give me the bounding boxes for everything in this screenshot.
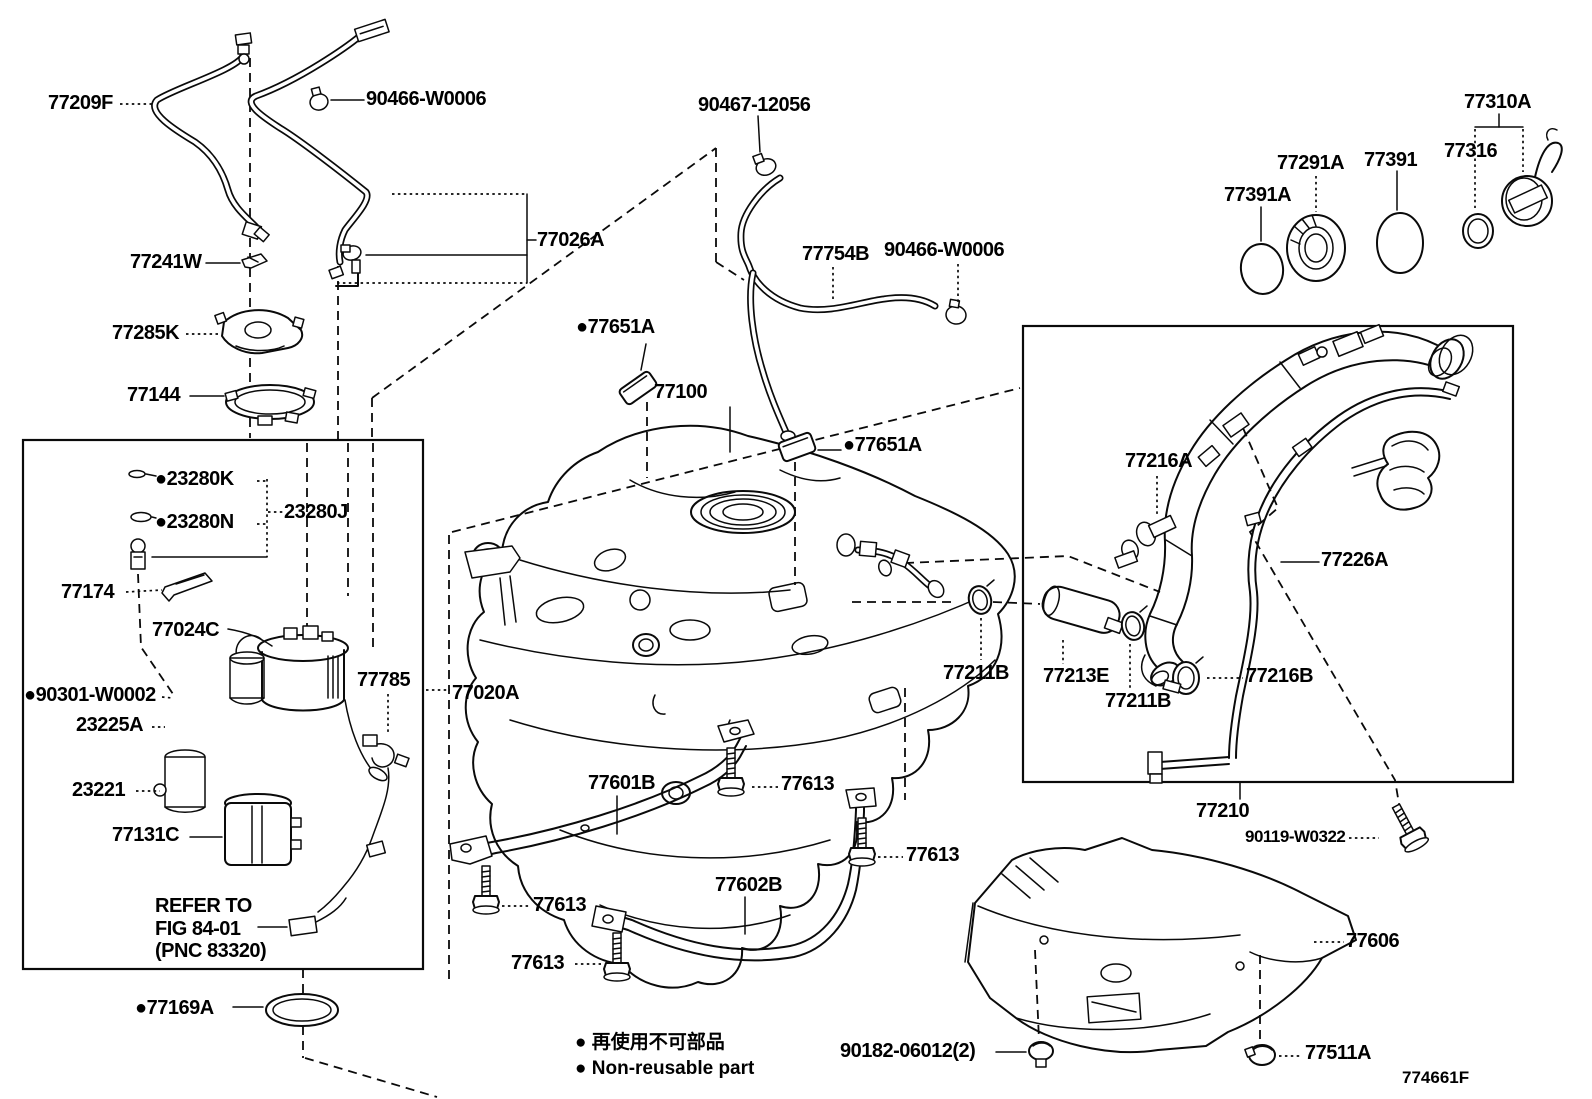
ring-77316 (1462, 213, 1494, 249)
part-label-77210: 77210 (1196, 800, 1250, 822)
part-label-77131C: 77131C (112, 824, 180, 846)
grommet-77291A (1286, 214, 1346, 282)
part-label-77285K: 77285K (112, 322, 180, 344)
hose-77213E (1041, 585, 1121, 634)
part-label-90467-12056: 90467-12056 (698, 94, 811, 116)
part-label-77100: 77100 (654, 381, 708, 403)
bolt-77613-b (472, 865, 500, 915)
refer-note-line3: (PNC 83320) (155, 940, 267, 963)
o-ring-77169A (265, 993, 339, 1027)
part-label-77213E: 77213E (1043, 665, 1109, 687)
part-label-23280K: ●23280K (155, 468, 234, 490)
leader-lines (120, 99, 1398, 1057)
refer-note-line1: REFER TO (155, 895, 252, 917)
part-label-77754B: 77754B (802, 243, 870, 265)
legend-non-reusable-en: ● Non-reusable part (575, 1058, 755, 1080)
fuel-cap-group (1239, 113, 1563, 295)
part-label-77613-b: 77613 (533, 894, 587, 916)
fuel-pump-assembly-parts (128, 469, 410, 937)
gasket-77391A (1239, 243, 1285, 295)
part-label-77241W: 77241W (130, 251, 202, 273)
part-label-77144: 77144 (127, 384, 181, 406)
retainer-ring-77144 (224, 384, 317, 426)
tank-protector-77606 (964, 837, 1357, 1054)
part-label-77211B-out: 77211B (943, 662, 1009, 684)
part-label-77316: 77316 (1444, 140, 1498, 162)
part-label-77216B: 77216B (1246, 665, 1314, 687)
part-label-77602B: 77602B (715, 874, 783, 896)
group-box-filler-pipe (1021, 324, 1515, 784)
tank-band-77602B (591, 787, 877, 962)
part-label-90182-06012: 90182-06012(2) (840, 1040, 976, 1062)
part-label-77651A-right: ●77651A (843, 434, 922, 456)
part-label-90119-W0322: 90119-W0322 (1245, 827, 1346, 846)
part-label-77024C: 77024C (152, 619, 220, 641)
bolt-90119-W0322 (1383, 798, 1432, 856)
refer-note-line2: FIG 84-01 (155, 917, 241, 940)
part-label-90466-W0006-b: 90466-W0006 (884, 239, 1005, 261)
breather-hose-77754B (737, 152, 967, 442)
cushion-77651A-left (618, 370, 658, 406)
legend-non-reusable-jp: ● 再使用不可部品 (575, 1032, 725, 1053)
part-label-77613-c: 77613 (906, 844, 960, 866)
gasket-77391 (1376, 212, 1424, 274)
nut-90182-06012 (1028, 1041, 1054, 1068)
part-label-77391A: 77391A (1224, 184, 1292, 206)
cushion-77651A-right (777, 431, 817, 463)
legend: ● 再使用不可部品 ● Non-reusable part (575, 1030, 754, 1082)
part-label-77613-d: 77613 (511, 952, 565, 974)
part-label-23221: 23221 (72, 779, 126, 801)
clamp-77211B-inner (1120, 605, 1148, 641)
nut-77511A (1244, 1044, 1276, 1066)
filler-pipe-assembly-77210 (1041, 323, 1474, 784)
group-box-fuel-pump-assembly (21, 438, 425, 971)
clamp-77211B-outer (967, 579, 995, 615)
tube-clamp-77241W (241, 253, 268, 269)
part-label-77391: 77391 (1364, 149, 1418, 171)
fuel-tank-77100 (464, 424, 1016, 989)
part-label-77211B-in: 77211B (1105, 690, 1171, 712)
fuel-cap-77310A (1501, 128, 1563, 227)
construction-dashed-lines (137, 58, 1401, 1098)
part-label-77613-a: 77613 (781, 773, 835, 795)
fuel-tube-77209F (151, 32, 270, 243)
clamp-77216B (1162, 656, 1204, 695)
bolt-77613-c (848, 817, 876, 867)
part-label-90301-W0002: ●90301-W0002 (24, 684, 156, 706)
refer-note: REFER TO FIG 84-01 (PNC 83320) (155, 895, 267, 963)
fuel-tube-upper (247, 18, 390, 266)
part-label-90466-W0006-a: 90466-W0006 (366, 88, 487, 110)
part-label-77651A-left: ●77651A (576, 316, 655, 338)
part-label-77291A: 77291A (1277, 152, 1345, 174)
part-label-77606: 77606 (1346, 930, 1400, 952)
clamp-77216A (1114, 514, 1177, 569)
part-label-77511A: 77511A (1305, 1042, 1371, 1064)
part-label-23280J: 23280J (284, 501, 348, 523)
part-label-77209F: 77209F (48, 92, 113, 114)
part-label-23280N: ●23280N (155, 511, 234, 533)
part-label-77226A: 77226A (1321, 549, 1389, 571)
bolt-77613-d (603, 932, 631, 982)
part-label-77026A: 77026A (537, 229, 605, 251)
support-77285K (214, 309, 305, 355)
part-label-77310A: 77310A (1464, 91, 1532, 113)
part-label-23225A: 23225A (76, 714, 144, 736)
part-label-77601B: 77601B (588, 772, 656, 794)
clamp-group-77026A (328, 193, 537, 287)
part-label-77216A: 77216A (1125, 450, 1193, 472)
part-label-77020A: 77020A (452, 682, 520, 704)
part-label-77785: 77785 (357, 669, 411, 691)
part-label-77174: 77174 (61, 581, 115, 603)
figure-code: 774661F (1402, 1068, 1470, 1087)
part-label-77169A: ●77169A (135, 997, 214, 1019)
